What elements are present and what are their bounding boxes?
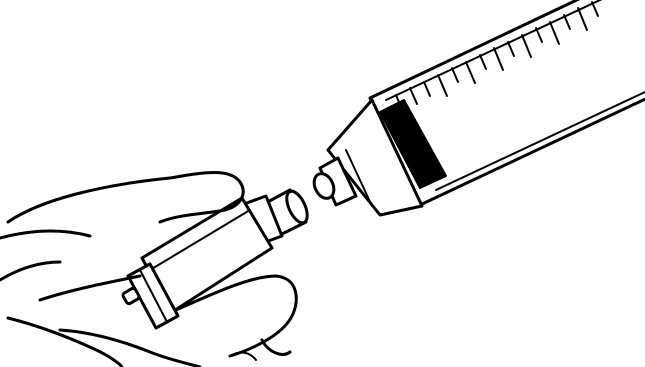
hand-upper-outline: [0, 231, 90, 238]
hand-index-finger: [8, 173, 243, 223]
syringe-icon: [310, 0, 645, 215]
hand-ring-finger: [0, 262, 60, 280]
hand-bottom-curve: [262, 340, 290, 354]
hand-palm-crease: [60, 330, 200, 367]
syringe-barrel: [370, 0, 645, 205]
hand-lower-finger: [8, 318, 122, 367]
needleless-connector-icon: [122, 188, 311, 328]
